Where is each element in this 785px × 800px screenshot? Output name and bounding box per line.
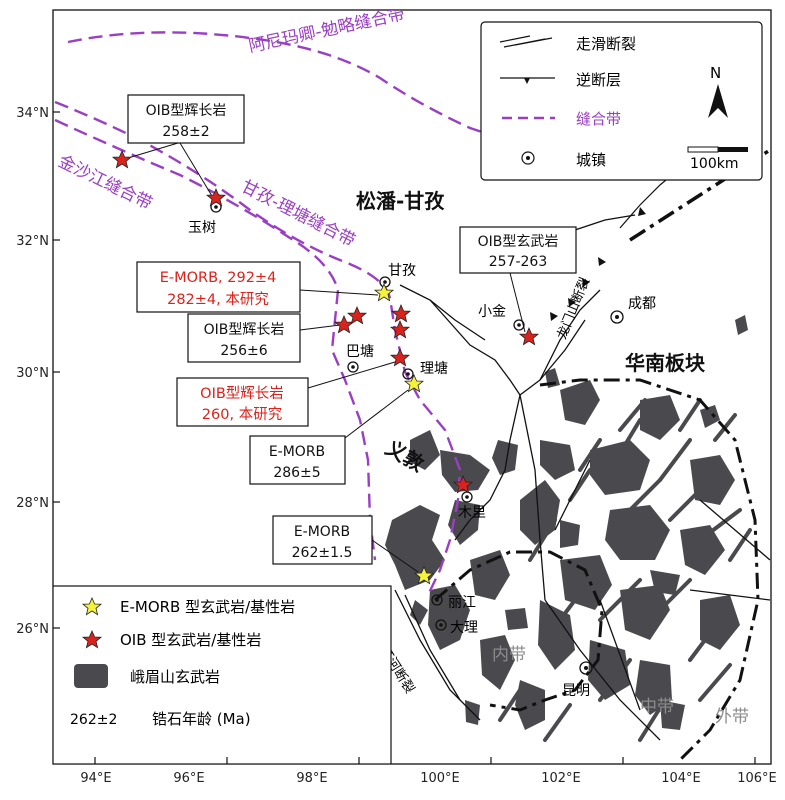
lat-tick-labels: 34°N 32°N 30°N 28°N 26°N bbox=[16, 106, 49, 637]
emeishan-zones bbox=[434, 378, 760, 762]
axis-ticks bbox=[53, 111, 756, 764]
lon-tick-labels: 94°E 96°E 98°E 100°E 102°E 104°E 106°E bbox=[80, 771, 776, 786]
legend-bottom: E-MORB 型玄武岩/基性岩 OIB 型玄武岩/基性岩 峨眉山玄武岩 262±… bbox=[53, 585, 392, 764]
box-oib-xiaojin: OIB型玄武岩 257-263 bbox=[459, 226, 577, 274]
svg-text:94°E: 94°E bbox=[80, 771, 111, 786]
svg-text:102°E: 102°E bbox=[541, 771, 581, 786]
svg-text:OIB型玄武岩: OIB型玄武岩 bbox=[478, 233, 559, 250]
svg-text:286±5: 286±5 bbox=[273, 465, 320, 481]
town-dots bbox=[214, 205, 619, 670]
svg-text:260, 本研究: 260, 本研究 bbox=[202, 406, 282, 423]
legend-strike-slip: 走滑断裂 bbox=[576, 35, 636, 53]
town-xiaojin: 小金 bbox=[478, 304, 506, 320]
legend-emeishan-swatch bbox=[74, 664, 108, 688]
town-markers bbox=[210, 201, 624, 675]
svg-text:257-263: 257-263 bbox=[489, 254, 548, 270]
north-label: N bbox=[710, 64, 721, 82]
legend-top: 走滑断裂 逆断层 缝合带 城镇 N 100km bbox=[480, 21, 763, 181]
region-songpan: 松潘-甘孜 bbox=[356, 189, 445, 213]
zone-inner: 内带 bbox=[492, 645, 526, 665]
svg-text:256±6: 256±6 bbox=[220, 343, 267, 359]
legend-emeishan-label: 峨眉山玄武岩 bbox=[130, 668, 220, 686]
svg-text:E-MORB: E-MORB bbox=[269, 444, 325, 460]
zone-middle: 中带 bbox=[640, 697, 674, 717]
svg-text:98°E: 98°E bbox=[296, 771, 327, 786]
svg-text:28°N: 28°N bbox=[16, 496, 49, 511]
town-chengdu: 成都 bbox=[628, 296, 656, 312]
svg-text:26°N: 26°N bbox=[16, 622, 49, 637]
svg-text:34°N: 34°N bbox=[16, 106, 49, 121]
svg-text:32°N: 32°N bbox=[16, 234, 49, 249]
town-ganzi: 甘孜 bbox=[388, 263, 416, 279]
svg-text:258±2: 258±2 bbox=[162, 124, 209, 140]
town-yushu: 玉树 bbox=[188, 220, 216, 236]
suture-zones bbox=[54, 31, 501, 596]
svg-text:E-MORB, 292±4: E-MORB, 292±4 bbox=[160, 270, 277, 286]
box-emorb-262: E-MORB 262±1.5 bbox=[272, 515, 373, 565]
svg-text:OIB型辉长岩: OIB型辉长岩 bbox=[200, 385, 284, 402]
emeishan-dikes bbox=[498, 398, 752, 742]
town-kunming: 昆明 bbox=[562, 683, 590, 699]
legend-emorb-label: E-MORB 型玄武岩/基性岩 bbox=[120, 598, 295, 616]
box-oib-256: OIB型辉长岩 256±6 bbox=[187, 313, 301, 363]
legend-town: 城镇 bbox=[576, 151, 606, 169]
scale-label: 100km bbox=[690, 156, 738, 172]
town-litang: 理塘 bbox=[420, 361, 448, 377]
svg-text:96°E: 96°E bbox=[173, 771, 204, 786]
legend-zircon-sample: 262±2 bbox=[70, 712, 117, 728]
zone-outer: 外带 bbox=[715, 707, 749, 727]
svg-text:30°N: 30°N bbox=[16, 366, 49, 381]
svg-text:106°E: 106°E bbox=[737, 771, 777, 786]
svg-text:OIB型辉长岩: OIB型辉长岩 bbox=[204, 322, 285, 338]
box-oib-red: OIB型辉长岩 260, 本研究 bbox=[176, 377, 309, 427]
legend-suture: 缝合带 bbox=[576, 110, 621, 128]
svg-text:100°E: 100°E bbox=[420, 771, 460, 786]
svg-text:OIB型辉长岩: OIB型辉长岩 bbox=[146, 103, 227, 119]
region-south-china: 华南板块 bbox=[625, 351, 706, 375]
box-emorb-red: E-MORB, 292±4 282±4, 本研究 bbox=[136, 261, 301, 313]
town-muli: 木里 bbox=[458, 505, 486, 521]
box-oib-yushu: OIB型辉长岩 258±2 bbox=[127, 94, 245, 144]
thrust-teeth bbox=[550, 207, 646, 321]
legend-thrust: 逆断层 bbox=[576, 71, 621, 89]
svg-text:262±1.5: 262±1.5 bbox=[292, 545, 353, 561]
town-batang: 巴塘 bbox=[346, 344, 374, 360]
legend-zircon-label: 锆石年龄 (Ma) bbox=[152, 710, 251, 728]
town-lijiang: 丽江 bbox=[448, 595, 476, 611]
svg-text:282±4, 本研究: 282±4, 本研究 bbox=[167, 291, 269, 308]
town-dali: 大理 bbox=[450, 620, 478, 636]
box-emorb-286: E-MORB 286±5 bbox=[249, 435, 346, 485]
svg-text:E-MORB: E-MORB bbox=[294, 524, 350, 540]
svg-text:104°E: 104°E bbox=[661, 771, 701, 786]
north-arrow-icon bbox=[708, 84, 728, 118]
legend-oib-label: OIB 型玄武岩/基性岩 bbox=[120, 631, 261, 649]
leader-lines bbox=[127, 142, 526, 573]
